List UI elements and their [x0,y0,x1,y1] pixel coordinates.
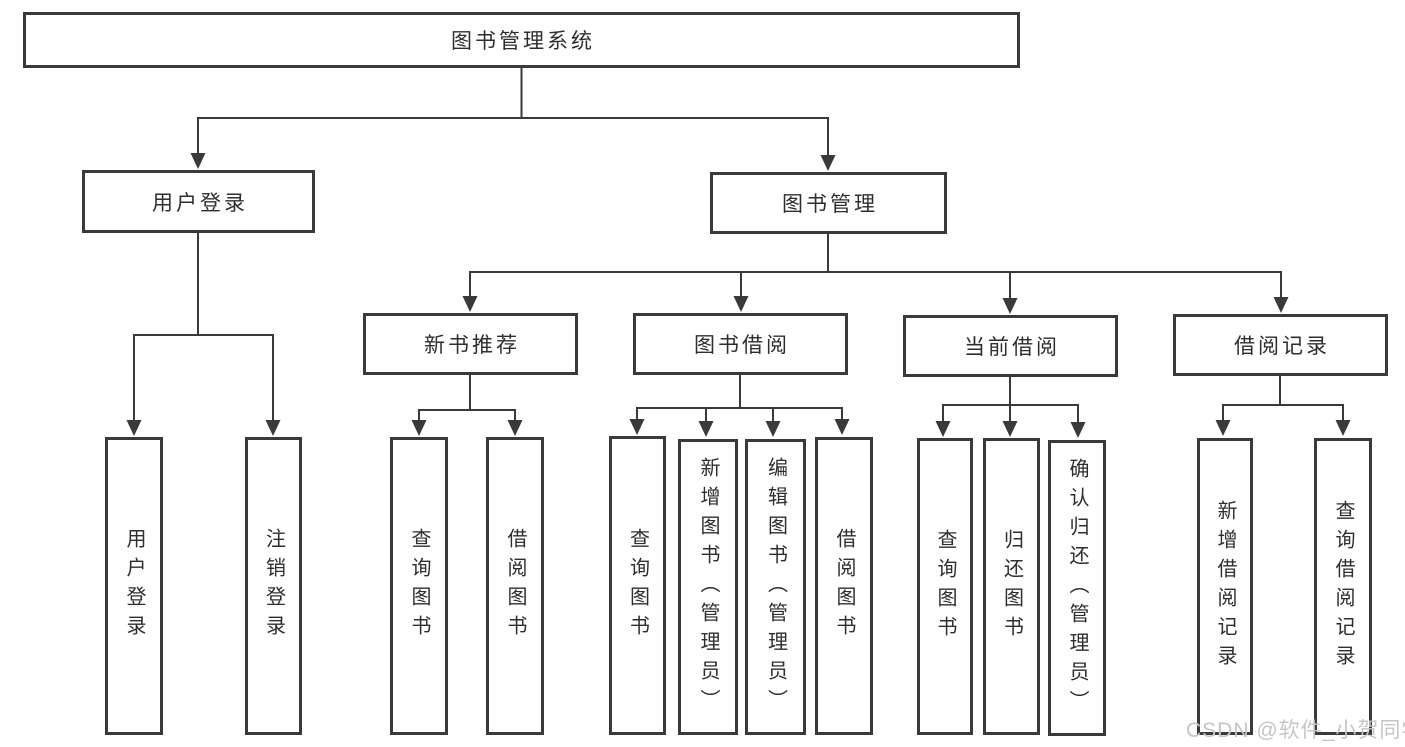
node-label: 图书借阅 [694,334,790,357]
node-label: 新增借阅记录 [1214,499,1236,674]
leaf-logout: 注销登录 [245,437,302,735]
node-book-borrow: 图书借阅 [633,313,848,375]
leaf-query-book-2: 查询图书 [609,436,666,735]
node-label: 确认归还（管理员） [1066,457,1088,719]
leaf-query-book-1: 查询图书 [390,437,448,735]
node-label: 归还图书 [1000,528,1023,645]
leaf-add-borrow-record: 新增借阅记录 [1197,438,1253,735]
node-current-borrow: 当前借阅 [903,315,1118,377]
node-label: 用户登录 [152,191,248,215]
node-label: 用户登录 [123,528,145,644]
arrowhead-icons [126,153,1351,438]
node-label: 查询图书 [934,528,956,645]
node-label: 新增图书（管理员） [697,456,719,718]
node-label: 注销登录 [262,528,285,644]
leaf-edit-book-admin: 编辑图书（管理员） [745,439,806,735]
leaf-confirm-return-admin: 确认归还（管理员） [1048,440,1106,736]
leaf-return-book: 归还图书 [983,438,1040,735]
node-label: 借阅图书 [833,528,855,644]
leaf-query-borrow-record: 查询借阅记录 [1314,438,1372,735]
node-new-book-recommend: 新书推荐 [363,313,578,375]
node-label: 当前借阅 [964,336,1060,359]
leaf-borrow-book-1: 借阅图书 [486,437,544,735]
node-borrow-records: 借阅记录 [1173,314,1388,376]
leaf-borrow-book-2: 借阅图书 [815,437,873,735]
node-label: 借阅记录 [1234,335,1330,358]
node-label: 图书管理系统 [451,30,595,53]
node-label: 借阅图书 [504,528,526,644]
node-label: 查询图书 [626,527,649,644]
node-label: 新书推荐 [424,334,520,357]
node-label: 编辑图书（管理员） [764,456,787,718]
csdn-watermark: CSDN @软件_小贺同学 [1186,719,1405,742]
node-library-system: 图书管理系统 [23,12,1020,68]
leaf-add-book-admin: 新增图书（管理员） [678,439,738,735]
leaf-query-book-3: 查询图书 [917,438,973,735]
node-user-login: 用户登录 [82,170,315,233]
node-book-management: 图书管理 [710,172,947,234]
node-label: 查询借阅记录 [1332,499,1354,674]
leaf-user-login: 用户登录 [105,437,163,735]
node-label: 查询图书 [408,528,430,644]
node-label: 图书管理 [782,193,878,216]
